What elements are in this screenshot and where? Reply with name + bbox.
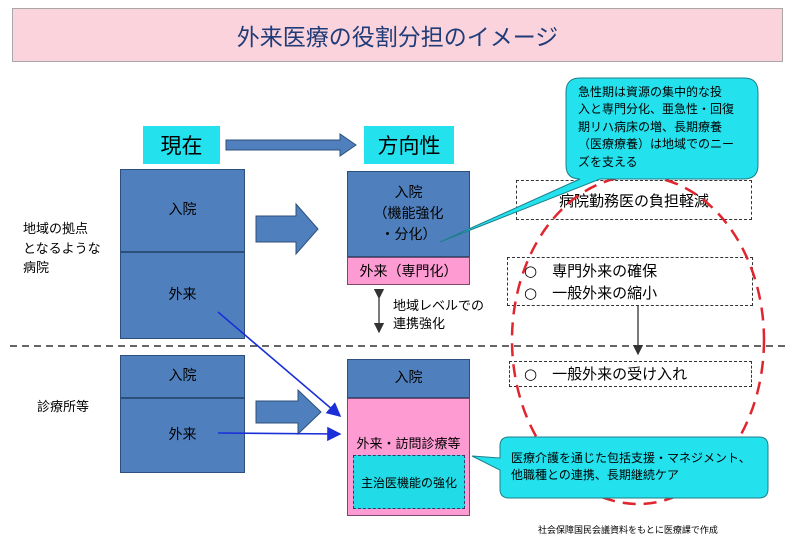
future-hospital-inpatient-l1: 入院 <box>394 184 423 201</box>
specialist-text: 専門外来の確保 <box>552 262 658 280</box>
hospital-side-label: 地域の拠点 となるような 病院 <box>23 220 118 279</box>
future-clinic-outpatient-box: 外来・訪問診療等 主治医機能の強化 <box>347 398 470 516</box>
top-callout-l3: 期リハ病床の増、長期療養 <box>578 119 723 134</box>
direction-label: 方向性 <box>364 126 454 164</box>
future-hospital-outpatient-text: 外来（専門化） <box>359 264 458 280</box>
general-accept-text: 一般外来の受け入れ <box>552 365 688 383</box>
outpatient-shift-arrow <box>217 311 342 418</box>
regional-link-line2: 連携強化 <box>393 317 446 333</box>
bottom-callout-bubble <box>471 436 769 499</box>
bullet-icon: ○ <box>524 262 538 280</box>
hospital-block-arrow <box>255 202 319 256</box>
page-title: 外来医療の役割分担のイメージ <box>236 25 559 51</box>
top-callout-l1: 急性期は資源の集中的な投 <box>578 85 723 99</box>
clinic-block-arrow <box>255 388 322 436</box>
current-hospital-outpatient-text: 外来 <box>168 287 197 303</box>
regional-link-label: 地域レベルでの 連携強化 <box>393 298 484 334</box>
future-clinic-inpatient-box: 入院 <box>347 359 470 398</box>
bottom-callout-l2: 他職種との連携、長期継続ケア <box>511 468 679 483</box>
current-hospital-inpatient-text: 入院 <box>168 202 197 218</box>
current-label: 現在 <box>143 126 220 164</box>
current-hospital-outpatient-box: 外来 <box>120 252 245 339</box>
current-clinic-inpatient-text: 入院 <box>168 368 197 384</box>
clinic-side-label: 診療所等 <box>37 400 90 415</box>
top-callout-bubble <box>439 77 759 243</box>
source-note: 社会保障国民会議資料をもとに医療課で作成 <box>538 526 718 536</box>
general-shrink-text: 一般外来の縮小 <box>552 284 658 302</box>
general-accept-box: ○ 一般外来の受け入れ <box>509 361 752 387</box>
bottom-callout-text: 医療介護を通じた包括支援・マネジメント、 他職種との連携、長期継続ケア <box>511 450 767 485</box>
top-callout-l5: ズを支える <box>578 154 638 169</box>
bottom-callout-l1: 医療介護を通じた包括支援・マネジメント、 <box>511 451 751 465</box>
outpatient-change-box: ○ 専門外来の確保 ○ 一般外来の縮小 <box>507 257 753 306</box>
top-callout-text: 急性期は資源の集中的な投 入と専門分化、亜急性・回復 期リハ病床の増、長期療養 … <box>578 84 754 171</box>
future-hospital-inpatient-l2: （機能強化 <box>373 205 444 222</box>
bullet-icon: ○ <box>524 284 538 302</box>
regional-link-line1: 地域レベルでの <box>393 299 485 314</box>
direction-label-text: 方向性 <box>377 134 441 158</box>
current-clinic-outpatient-box: 外来 <box>120 398 245 473</box>
effect-highlight-ellipse <box>510 174 766 506</box>
future-clinic-inpatient-text: 入院 <box>394 370 423 386</box>
header-arrow <box>225 133 357 157</box>
burden-reduction-box: 病院勤務医の負担軽減 <box>516 180 752 220</box>
current-clinic-inpatient-box: 入院 <box>120 355 245 398</box>
current-hospital-inpatient-box: 入院 <box>120 169 245 252</box>
general-shrink-item: ○ 一般外来の縮小 <box>524 282 752 304</box>
future-hospital-inpatient-box: 入院 （機能強化 ・分化） <box>347 171 470 257</box>
hospital-label-line3: 病院 <box>23 261 50 276</box>
title-banner: 外来医療の役割分担のイメージ <box>12 8 783 62</box>
current-clinic-outpatient-text: 外来 <box>168 427 197 443</box>
hospital-label-line2: となるような <box>23 241 101 257</box>
hospital-label-line1: 地域の拠点 <box>23 222 89 237</box>
clinic-outpatient-arrow <box>217 426 342 442</box>
burden-reduction-text: 病院勤務医の負担軽減 <box>558 191 709 210</box>
primary-care-box: 主治医機能の強化 <box>353 455 465 509</box>
current-label-text: 現在 <box>160 134 203 158</box>
top-callout-l2: 入と専門分化、亜急性・回復 <box>578 102 735 117</box>
future-hospital-inpatient-l3: ・分化） <box>380 226 437 243</box>
specialist-item: ○ 専門外来の確保 <box>524 260 752 282</box>
primary-care-text: 主治医機能の強化 <box>360 475 457 490</box>
bullet-icon: ○ <box>524 365 538 383</box>
future-clinic-outpatient-text: 外来・訪問診療等 <box>356 437 461 452</box>
top-callout-l4: （医療療養）は地域でのニー <box>578 137 735 152</box>
future-hospital-outpatient-box: 外来（専門化） <box>347 257 470 285</box>
